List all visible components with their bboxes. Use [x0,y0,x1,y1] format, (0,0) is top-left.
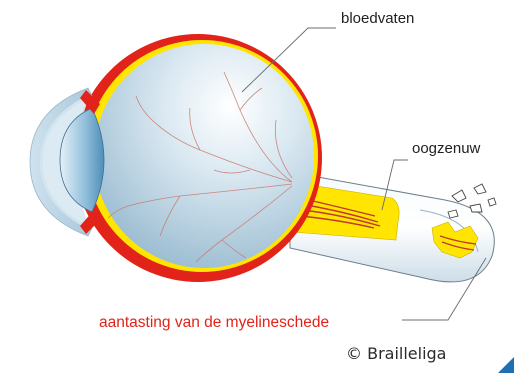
label-optic-nerve: oogzenuw [412,141,480,156]
label-blood-vessels: bloedvaten [341,11,414,26]
optic-nerve-tube [290,172,496,282]
copyright-credit: © Brailleliga [346,346,446,362]
corner-triangle-icon [498,357,514,373]
label-myelin-damage: aantasting van de myelineschede [99,315,329,331]
eyeball [74,34,322,282]
